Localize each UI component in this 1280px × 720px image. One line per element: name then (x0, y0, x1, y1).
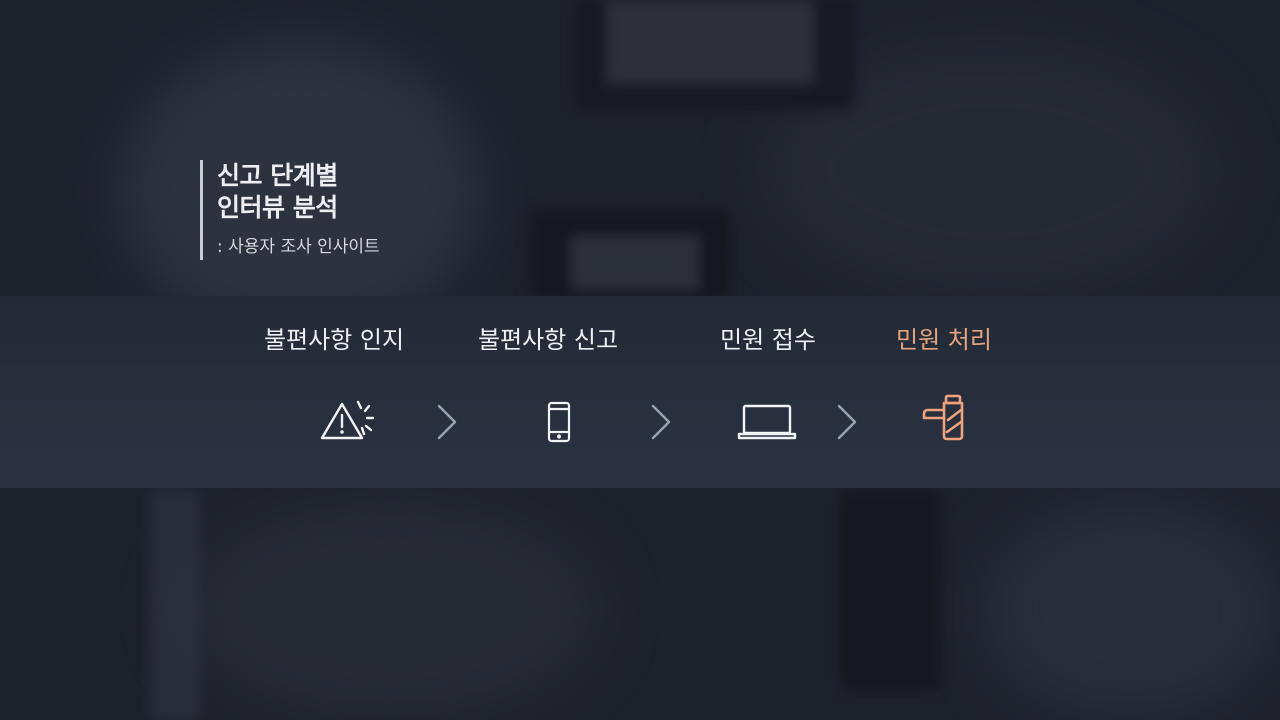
step-label-process: 민원 처리 (896, 326, 992, 354)
laptop-icon (737, 404, 797, 440)
faucet-icon (922, 394, 964, 441)
smartphone-icon (547, 401, 571, 443)
page-title-line-2: 인터뷰 분석 (217, 193, 338, 222)
process-band (0, 296, 1280, 488)
page-title-line-1: 신고 단계별 (217, 161, 338, 190)
chevron-right-icon (837, 404, 857, 440)
step-label-report: 불편사항 신고 (477, 326, 619, 354)
title-block: 신고 단계별 인터뷰 분석 : 사용자 조사 인사이트 (200, 160, 460, 260)
step-label-receive: 민원 접수 (720, 326, 816, 354)
chevron-right-icon (651, 404, 671, 440)
warning-alert-icon (320, 400, 375, 440)
page-subtitle: : 사용자 조사 인사이트 (217, 237, 380, 257)
step-label-recognize: 불편사항 인지 (263, 326, 405, 354)
chevron-right-icon (437, 404, 457, 440)
